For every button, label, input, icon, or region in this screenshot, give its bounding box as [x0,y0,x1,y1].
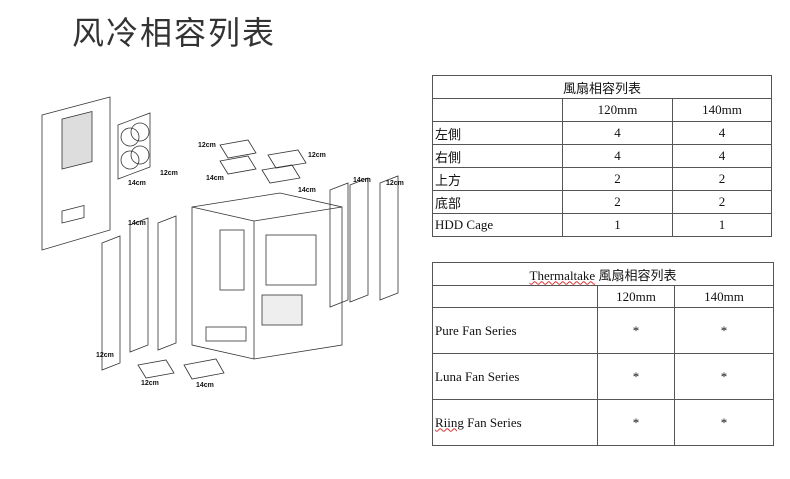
size-label: 14cm [196,382,214,389]
top-fan-4 [261,164,301,184]
cell: * [674,353,774,400]
thermaltake-fan-compatibility-table: Thermaltake 風扇相容列表 120mm 140mm Pure Fan … [432,262,774,446]
fan-strip-right-2 [349,177,369,303]
table-title: 風扇相容列表 [432,75,772,99]
header-cell: 140mm [674,285,774,308]
panel-cutout [61,205,85,224]
table-row: Pure Fan Series * * [432,307,774,354]
row-label: Pure Fan Series [432,307,598,354]
size-label: 14cm [128,220,146,227]
cell: * [674,307,774,354]
side-panel [41,96,111,251]
row-label-rest: Fan Series [463,414,522,430]
panel-vent [61,111,93,170]
fan-compatibility-table: 風扇相容列表 120mm 140mm 左側 4 4 右側 4 4 上方 2 2 … [432,75,772,237]
table-row: 上方 2 2 [432,167,772,191]
header-cell: 120mm [562,98,673,122]
title-brand: Thermaltake [529,267,596,283]
row-label: Luna Fan Series [432,353,598,400]
cell: 1 [672,213,772,237]
table-row: Riing Fan Series * * [432,399,774,446]
table-row: HDD Cage 1 1 [432,213,772,237]
size-label: 12cm [141,380,159,387]
size-label: 14cm [128,180,146,187]
bottom-fan-1 [137,359,175,379]
case-exploded-illustration: 14cm 12cm 12cm 14cm 12cm 14cm 14cm 12cm … [41,96,404,389]
cell: 2 [672,167,772,191]
row-label: Riing Fan Series [432,399,598,446]
row-label: 底部 [432,190,563,214]
table-row: 左側 4 4 [432,121,772,145]
top-fan-2 [267,149,307,169]
psu-bay [205,326,247,342]
radiator-block [219,229,245,291]
table-title: Thermaltake 風扇相容列表 [432,262,774,286]
cell: 2 [672,190,772,214]
size-label: 12cm [308,152,326,159]
fan-strip-left-3 [157,215,177,351]
row-label: HDD Cage [432,213,563,237]
header-cell [432,285,598,308]
row-label: 上方 [432,167,563,191]
fan-strip-left-1 [101,235,121,371]
row-label: 右側 [432,144,563,168]
case-exploded-diagram: 14cm 12cm 12cm 14cm 12cm 14cm 14cm 12cm … [30,95,420,400]
size-label: 12cm [386,180,404,187]
page-title: 风冷相容列表 [72,14,277,52]
title-rest: 風扇相容列表 [595,267,677,283]
header-cell: 140mm [672,98,772,122]
top-fan-3 [219,155,257,175]
cell: * [597,353,675,400]
cell: 2 [562,190,673,214]
cell: * [597,307,675,354]
header-cell [432,98,563,122]
size-label: 14cm [206,175,224,182]
row-label: 左側 [432,121,563,145]
row-label-brand: Riing [435,414,464,430]
size-label: 12cm [96,352,114,359]
fan-strip-right-3 [379,175,399,301]
size-label: 14cm [353,177,371,184]
size-label: 12cm [198,142,216,149]
top-fan-1 [219,139,257,159]
drive-cage [261,294,303,326]
cell: 4 [672,121,772,145]
table-row: Luna Fan Series * * [432,353,774,400]
table-row: 右側 4 4 [432,144,772,168]
fan-strip-right-1 [329,182,349,308]
size-label: 12cm [160,170,178,177]
cell: 4 [562,144,673,168]
header-cell: 120mm [597,285,675,308]
fan-strip-left-2 [129,217,149,353]
cell: * [597,399,675,446]
cell: 4 [562,121,673,145]
cell: 1 [562,213,673,237]
size-label: 14cm [298,187,316,194]
cell: 2 [562,167,673,191]
cell: * [674,399,774,446]
motherboard-area [265,234,317,286]
cell: 4 [672,144,772,168]
table-row: 底部 2 2 [432,190,772,214]
chassis [191,192,343,360]
bottom-fan-2 [183,358,225,380]
fan-panel-top-left [117,112,151,180]
